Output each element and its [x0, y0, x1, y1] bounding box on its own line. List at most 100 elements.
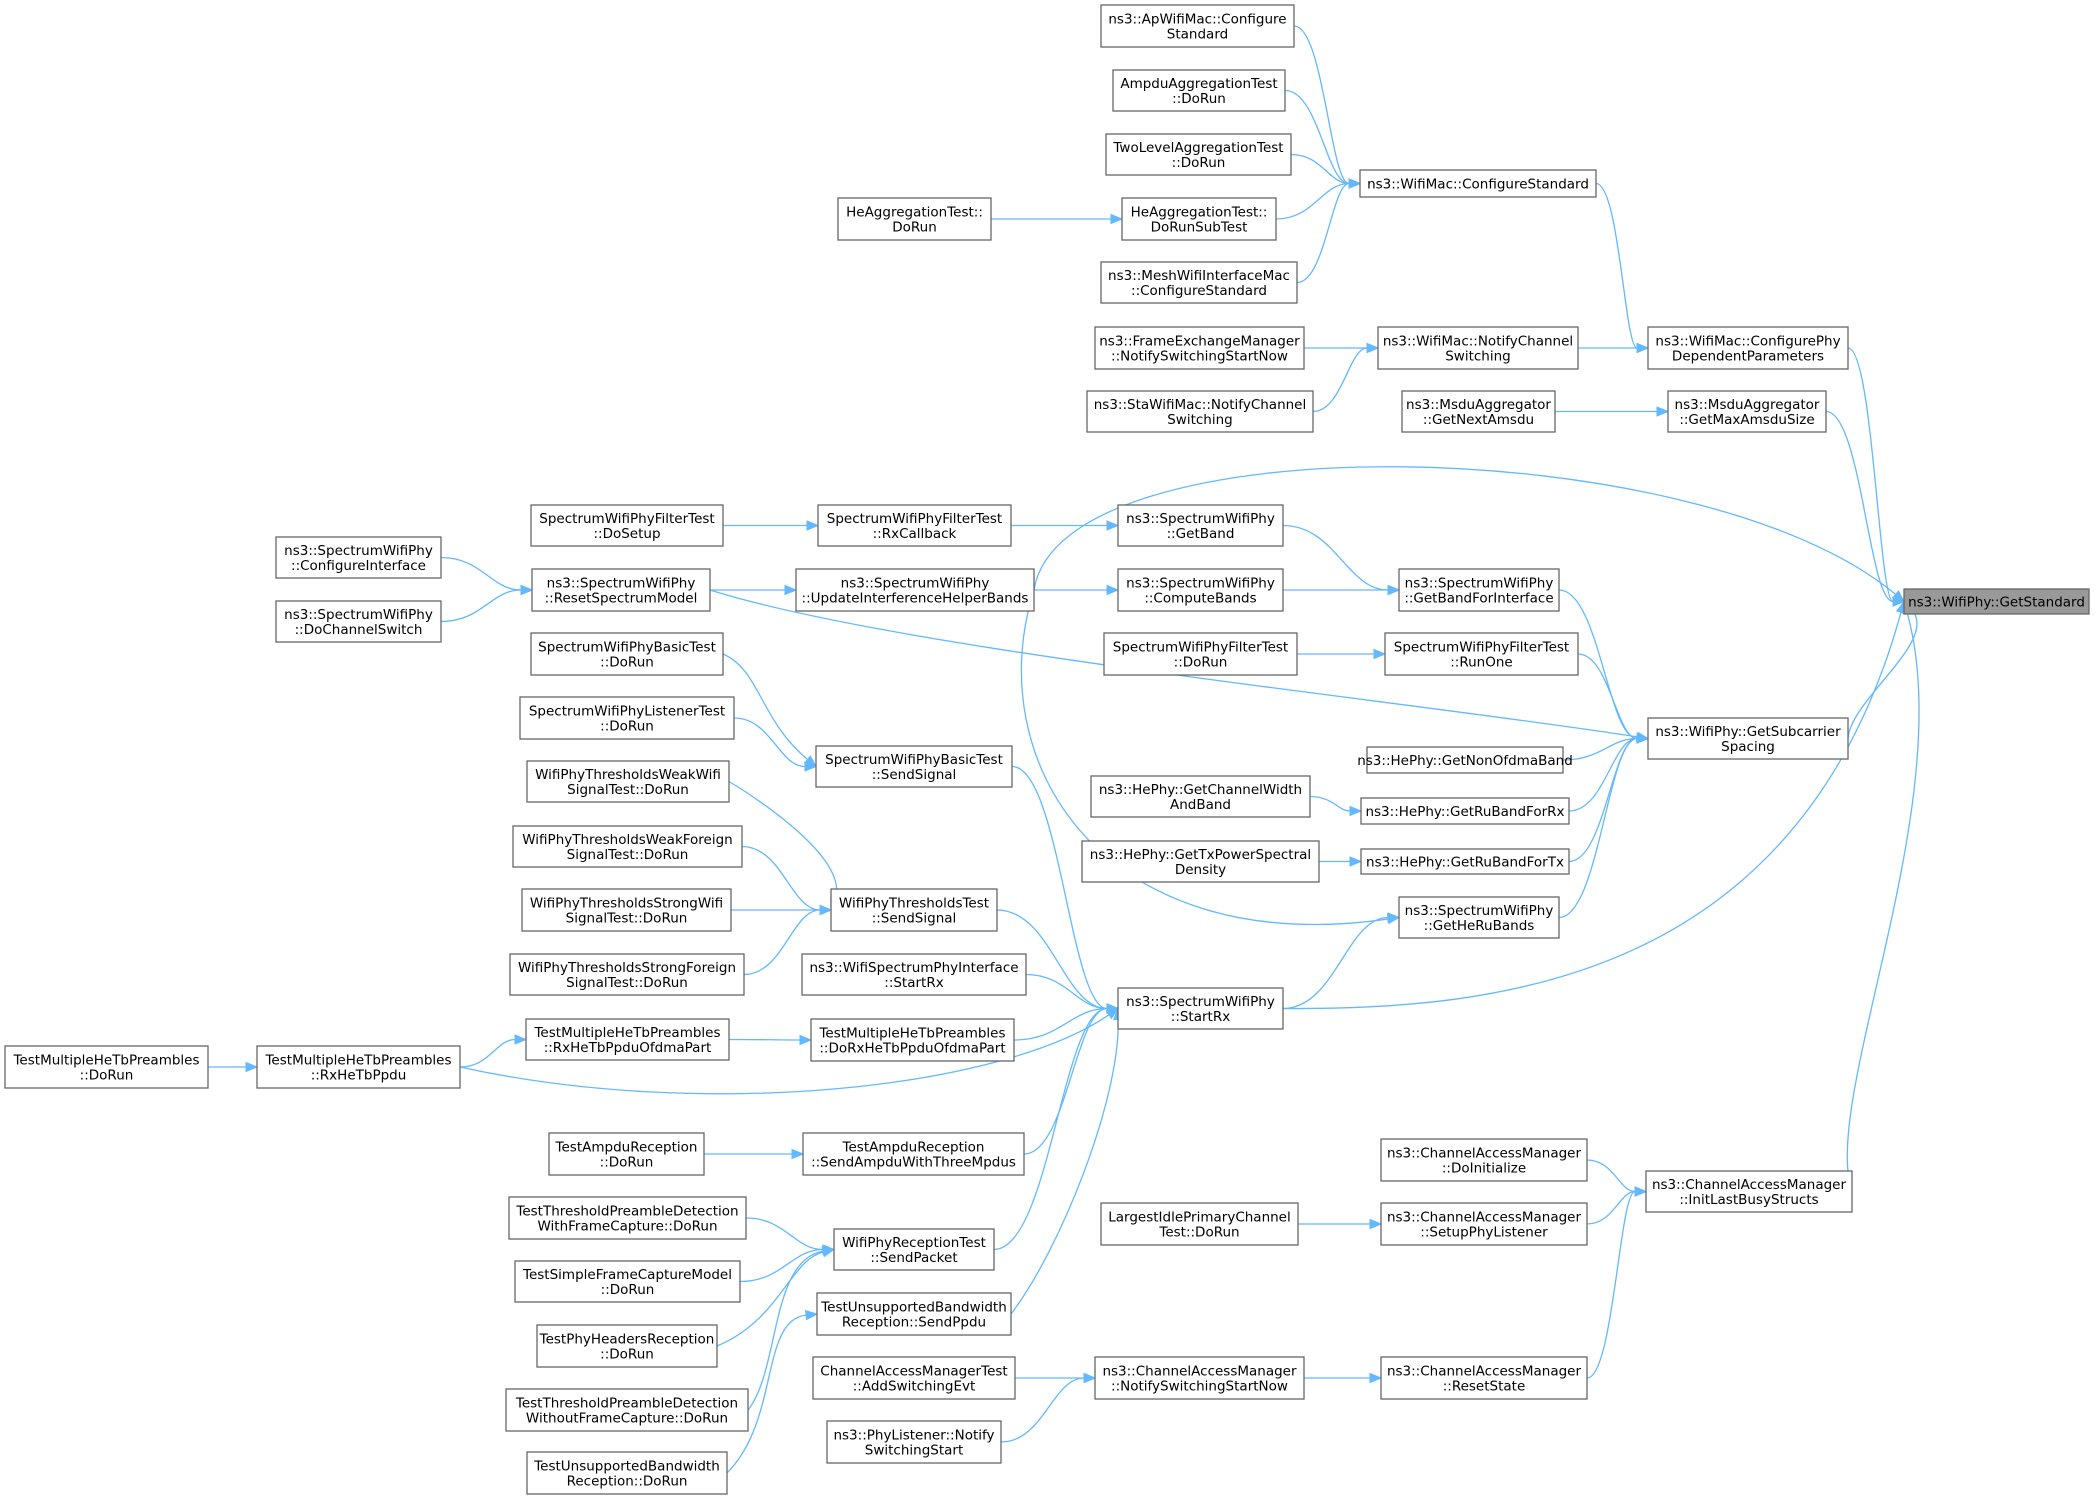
edge-dochannelswitch-to-resetspectrummodel — [440, 589, 522, 623]
node-herunsubtest[interactable]: HeAggregationTest::DoRunSubTest — [1121, 197, 1277, 241]
node-getstandard[interactable]: ns3::WifiPhy::GetStandard — [1903, 588, 2090, 615]
arrowhead-filtertest_rxcallback-to-getband — [1106, 520, 1120, 531]
node-label-line: ::NotifySwitchingStartNow — [1111, 1379, 1288, 1395]
node-filtertest_dorun[interactable]: SpectrumWifiPhyFilterTest::DoRun — [1103, 632, 1298, 676]
node-camtest_addswitching[interactable]: ChannelAccessManagerTest::AddSwitchingEv… — [812, 1356, 1016, 1400]
node-tm_rxhetbppdu[interactable]: TestMultipleHeTbPreambles::RxHeTbPpdu — [256, 1045, 461, 1089]
node-thresholds_sendsignal[interactable]: WifiPhyThresholdsTest::SendSignal — [830, 888, 998, 932]
edge-strongforeign-to-thresholds_sendsignal — [743, 909, 821, 976]
node-label-line: SpectrumWifiPhyFilterTest — [1113, 640, 1288, 656]
node-startrx[interactable]: ns3::SpectrumWifiPhy::StartRx — [1117, 987, 1284, 1030]
node-filtertest_rxcallback[interactable]: SpectrumWifiPhyFilterTest::RxCallback — [817, 504, 1012, 547]
node-box — [509, 953, 745, 996]
node-listenertest_dorun[interactable]: SpectrumWifiPhyListenerTest::DoRun — [519, 696, 735, 740]
node-cam_doinitialize[interactable]: ns3::ChannelAccessManager::DoInitialize — [1380, 1138, 1588, 1182]
node-label-line: SpectrumWifiPhyBasicTest — [538, 640, 716, 656]
edge-getrubandforrx-to-getsubcarrier — [1568, 737, 1638, 812]
node-label-line: TestUnsupportedBandwidth — [533, 1459, 720, 1475]
node-reception_sendpacket[interactable]: WifiPhyReceptionTest::SendPacket — [833, 1228, 995, 1271]
node-tm_rxofdma[interactable]: TestMultipleHeTbPreambles::RxHeTbPpduOfd… — [525, 1018, 730, 1061]
node-box — [275, 536, 442, 579]
node-strongforeign[interactable]: WifiPhyThresholdsStrongForeignSignalTest… — [509, 953, 745, 996]
node-getmaxamsdusize[interactable]: ns3::MsduAggregator::GetMaxAmsduSize — [1667, 390, 1827, 433]
node-unsupported_sendppdu[interactable]: TestUnsupportedBandwidthReception::SendP… — [816, 1292, 1012, 1336]
node-cam_notifyswitching[interactable]: ns3::ChannelAccessManager::NotifySwitchi… — [1094, 1356, 1305, 1400]
node-updateinterference[interactable]: ns3::SpectrumWifiPhy::UpdateInterference… — [795, 568, 1035, 612]
node-label-line: HeAggregationTest:: — [846, 205, 983, 221]
node-box — [1094, 1356, 1305, 1400]
node-wifispectrum_startrx[interactable]: ns3::WifiSpectrumPhyInterface::StartRx — [801, 953, 1027, 996]
node-fem_notify[interactable]: ns3::FrameExchangeManager::NotifySwitchi… — [1094, 326, 1305, 370]
node-computebands[interactable]: ns3::SpectrumWifiPhy::ComputeBands — [1117, 568, 1284, 612]
edge-basictest_sendsignal-to-startrx — [1011, 765, 1108, 1010]
node-weakforeign[interactable]: WifiPhyThresholdsWeakForeignSignalTest::… — [512, 825, 743, 868]
node-threshold_nocapture[interactable]: TestThresholdPreambleDetectionWithoutFra… — [505, 1388, 749, 1432]
node-meshconfigure[interactable]: ns3::MeshWifiInterfaceMac::ConfigureStan… — [1100, 261, 1298, 304]
node-box — [256, 1045, 461, 1089]
node-herun[interactable]: HeAggregationTest::DoRun — [837, 197, 992, 241]
node-filtertest_runone[interactable]: SpectrumWifiPhyFilterTest::RunOne — [1384, 632, 1579, 676]
node-cam_setupphy[interactable]: ns3::ChannelAccessManager::SetupPhyListe… — [1380, 1202, 1588, 1246]
node-label-line: ns3::FrameExchangeManager — [1099, 334, 1300, 350]
node-getherubands[interactable]: ns3::SpectrumWifiPhy::GetHeRuBands — [1398, 896, 1560, 939]
node-box — [1100, 261, 1298, 304]
node-label-line: SignalTest::DoRun — [566, 975, 688, 991]
node-label-line: ::DoRun — [1172, 155, 1226, 171]
node-label-line: ::ConfigureInterface — [291, 558, 426, 574]
node-basictest_sendsignal[interactable]: SpectrumWifiPhyBasicTest::SendSignal — [815, 745, 1013, 788]
node-label-line: ::DoRun — [600, 719, 654, 735]
node-label-line: ns3::ChannelAccessManager — [1387, 1146, 1582, 1162]
node-box — [1100, 4, 1295, 48]
node-label-line: ::SendSignal — [872, 911, 957, 927]
node-box — [1401, 390, 1556, 433]
node-box — [1117, 568, 1284, 612]
node-apconfigure[interactable]: ns3::ApWifiMac::ConfigureStandard — [1100, 4, 1295, 48]
node-tm_dorun[interactable]: TestMultipleHeTbPreambles::DoRun — [4, 1045, 209, 1089]
node-label-line: ns3::SpectrumWifiPhy — [1126, 994, 1275, 1010]
arrowhead-filtertest_dosetup-to-filtertest_rxcallback — [806, 520, 820, 531]
node-getrubandfortx[interactable]: ns3::HePhy::GetRuBandForTx — [1360, 848, 1570, 875]
node-getband[interactable]: ns3::SpectrumWifiPhy::GetBand — [1117, 504, 1284, 547]
edge-tm_rxhetbppdu-to-tm_rxofdma — [459, 1038, 516, 1068]
node-box — [1647, 326, 1849, 370]
node-getnextamsdu[interactable]: ns3::MsduAggregator::GetNextAmsdu — [1401, 390, 1556, 433]
node-initlastbusy[interactable]: ns3::ChannelAccessManager::InitLastBusyS… — [1645, 1170, 1853, 1213]
arrowhead-computebands-to-getbandforinterface — [1387, 584, 1401, 596]
arrowhead-sta_notify-to-notifychannelswitching — [1366, 342, 1380, 354]
node-tm_dorxofdma[interactable]: TestMultipleHeTbPreambles::DoRxHeTbPpduO… — [810, 1018, 1015, 1062]
node-basictest_dorun[interactable]: SpectrumWifiPhyBasicTest::DoRun — [530, 632, 724, 676]
node-resetspectrummodel[interactable]: ns3::SpectrumWifiPhy::ResetSpectrumModel — [531, 568, 711, 612]
node-label-line: ns3::HePhy::GetRuBandForTx — [1366, 855, 1564, 871]
node-label-line: ns3::WifiMac::ConfigureStandard — [1367, 177, 1589, 193]
node-configurestandard[interactable]: ns3::WifiMac::ConfigureStandard — [1359, 169, 1597, 198]
edge-herunsubtest-to-configurestandard — [1275, 182, 1350, 220]
node-configureinterface[interactable]: ns3::SpectrumWifiPhy::ConfigureInterface — [275, 536, 442, 579]
node-getrubandforrx[interactable]: ns3::HePhy::GetRuBandForRx — [1360, 797, 1570, 825]
node-ampdurx_dorun[interactable]: TestAmpduReception::DoRun — [548, 1132, 705, 1176]
node-ampduaggregation[interactable]: AmpduAggregationTest::DoRun — [1112, 69, 1286, 112]
node-label-line: ::RxCallback — [873, 526, 957, 542]
node-dochannelswitch[interactable]: ns3::SpectrumWifiPhy::DoChannelSwitch — [275, 600, 442, 643]
node-strongwifi[interactable]: WifiPhyThresholdsStrongWifiSignalTest::D… — [521, 888, 732, 932]
node-ampdurx_send[interactable]: TestAmpduReception::SendAmpduWithThreeMp… — [802, 1132, 1025, 1176]
node-twolevel[interactable]: TwoLevelAggregationTest::DoRun — [1105, 133, 1292, 176]
node-simplecapture[interactable]: TestSimpleFrameCaptureModel::DoRun — [514, 1260, 741, 1303]
node-box — [512, 825, 743, 868]
node-weakwifi[interactable]: WifiPhyThresholdsWeakWifiSignalTest::DoR… — [526, 760, 730, 803]
node-cam_resetstate[interactable]: ns3::ChannelAccessManager::ResetState — [1380, 1356, 1588, 1400]
node-phylistener_notify[interactable]: ns3::PhyListener::NotifySwitchingStart — [826, 1420, 1002, 1464]
node-phyheaders[interactable]: TestPhyHeadersReception::DoRun — [536, 1324, 718, 1368]
node-filtertest_dosetup[interactable]: SpectrumWifiPhyFilterTest::DoSetup — [530, 504, 724, 547]
node-threshold_capture[interactable]: TestThresholdPreambleDetectionWithFrameC… — [508, 1196, 747, 1240]
node-getnonofdmaband[interactable]: ns3::HePhy::GetNonOfdmaBand — [1357, 746, 1573, 774]
node-getbandforinterface[interactable]: ns3::SpectrumWifiPhy::GetBandForInterfac… — [1398, 568, 1560, 612]
edge-startrx-to-getherubands — [1282, 916, 1389, 1010]
node-configurephy[interactable]: ns3::WifiMac::ConfigurePhyDependentParam… — [1647, 326, 1849, 370]
